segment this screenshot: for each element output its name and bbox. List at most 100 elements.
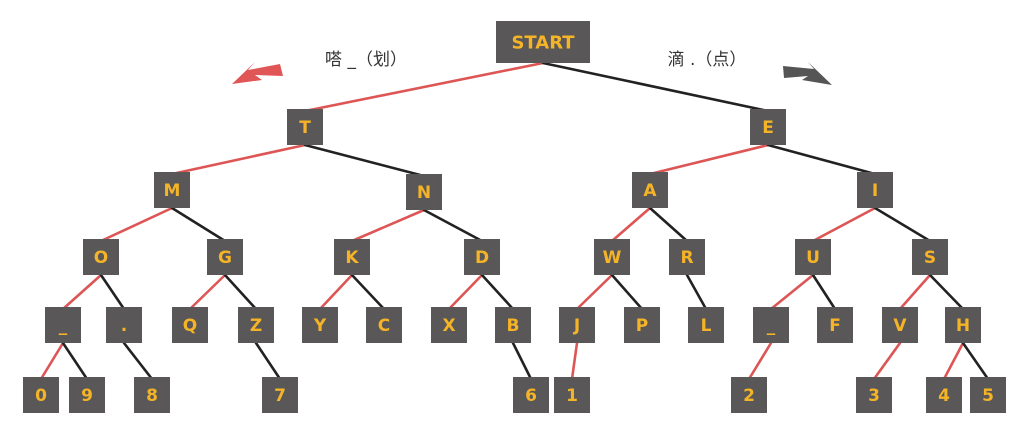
node-box <box>857 172 893 208</box>
node-label: G <box>218 248 232 268</box>
node-label: W <box>603 248 622 268</box>
node-box <box>669 239 705 275</box>
node-label: 0 <box>35 386 47 406</box>
dot-branch-link <box>511 341 533 381</box>
dash-branch-link <box>350 208 426 243</box>
node-box <box>594 239 630 275</box>
dot-branch-link <box>223 273 258 311</box>
node-box <box>154 172 190 208</box>
dot-branch-link <box>648 206 689 243</box>
dash-branch-link <box>188 273 227 311</box>
left-arrow-icon <box>232 62 283 84</box>
node-label: _ <box>59 316 68 336</box>
tree-node: D <box>464 239 500 275</box>
dash-branch-link <box>769 273 815 311</box>
node-label: S <box>924 248 936 268</box>
dot-branch-link <box>961 341 990 381</box>
dash-branch-link <box>303 61 545 113</box>
dot-branch-link <box>480 273 515 311</box>
node-label: 9 <box>81 386 93 406</box>
node-box <box>287 109 323 145</box>
start-node-box <box>496 21 590 63</box>
node-label: N <box>417 183 431 203</box>
dot-branch-link <box>873 206 932 243</box>
node-box <box>624 307 660 343</box>
node-label: 6 <box>525 386 537 406</box>
tree-node: E <box>750 109 786 145</box>
node-box <box>334 239 370 275</box>
tree-node: J <box>559 307 595 343</box>
node-label: E <box>762 118 774 138</box>
node-label: . <box>121 316 127 336</box>
legend-dash-group: 嗒 _（划） <box>232 50 407 84</box>
dot-branch-link <box>99 273 126 311</box>
node-label: X <box>442 316 455 336</box>
node-label: P <box>636 316 648 336</box>
dash-branch-link <box>942 341 965 381</box>
legend-dash-label: 嗒 _（划） <box>325 50 407 70</box>
dot-branch-link <box>422 208 484 243</box>
node-box <box>731 377 767 413</box>
dot-branch-link <box>61 341 89 381</box>
node-box <box>366 307 402 343</box>
node-box <box>207 239 243 275</box>
dot-branch-link <box>170 206 227 243</box>
dash-branch-link <box>898 273 932 311</box>
node-label: R <box>680 248 693 268</box>
dot-branch-link <box>122 341 154 381</box>
tree-node: 9 <box>69 377 105 413</box>
node-box <box>513 377 549 413</box>
tree-node: 5 <box>970 377 1006 413</box>
tree-node: I <box>857 172 893 208</box>
node-label: Y <box>313 316 327 336</box>
node-box <box>970 377 1006 413</box>
node-box <box>882 307 918 343</box>
tree-node: 4 <box>926 377 962 413</box>
tree-node: U <box>795 239 831 275</box>
tree-node: C <box>366 307 402 343</box>
node-label: 5 <box>982 386 994 406</box>
node-label: H <box>956 316 970 336</box>
tree-node: B <box>495 307 531 343</box>
node-label: _ <box>767 316 776 336</box>
tree-node: T <box>287 109 323 145</box>
dash-branch-link <box>811 206 877 243</box>
tree-node: V <box>882 307 918 343</box>
node-box <box>134 377 170 413</box>
node-box <box>632 172 668 208</box>
tree-node: _ <box>753 307 789 343</box>
dash-branch-link <box>61 273 103 311</box>
node-label: A <box>643 181 657 201</box>
node-label: 8 <box>146 386 158 406</box>
tree-node: S <box>912 239 948 275</box>
node-box <box>172 307 208 343</box>
legend-dot-label: 滴 .（点） <box>668 50 747 70</box>
node-box <box>753 307 789 343</box>
node-box <box>83 239 119 275</box>
node-box <box>688 307 724 343</box>
tree-node: X <box>431 307 467 343</box>
dash-branch-link <box>318 273 354 311</box>
node-label: 7 <box>274 386 286 406</box>
tree-node: 8 <box>134 377 170 413</box>
start-node-label: START <box>511 33 575 54</box>
dash-branch-link <box>648 143 770 176</box>
dot-branch-link <box>541 61 770 113</box>
node-label: J <box>573 316 580 336</box>
tree-node: M <box>154 172 190 208</box>
tree-node: 1 <box>554 377 590 413</box>
node-box <box>262 377 298 413</box>
node-box <box>856 377 892 413</box>
tree-node: . <box>106 307 142 343</box>
tree-node: L <box>688 307 724 343</box>
node-label: I <box>872 181 878 201</box>
tree-node: Q <box>172 307 208 343</box>
node-label: V <box>893 316 907 336</box>
dot-branch-link <box>928 273 965 311</box>
tree-node: H <box>945 307 981 343</box>
node-box <box>302 307 338 343</box>
node-box <box>795 239 831 275</box>
node-box <box>406 174 442 210</box>
node-box <box>912 239 948 275</box>
